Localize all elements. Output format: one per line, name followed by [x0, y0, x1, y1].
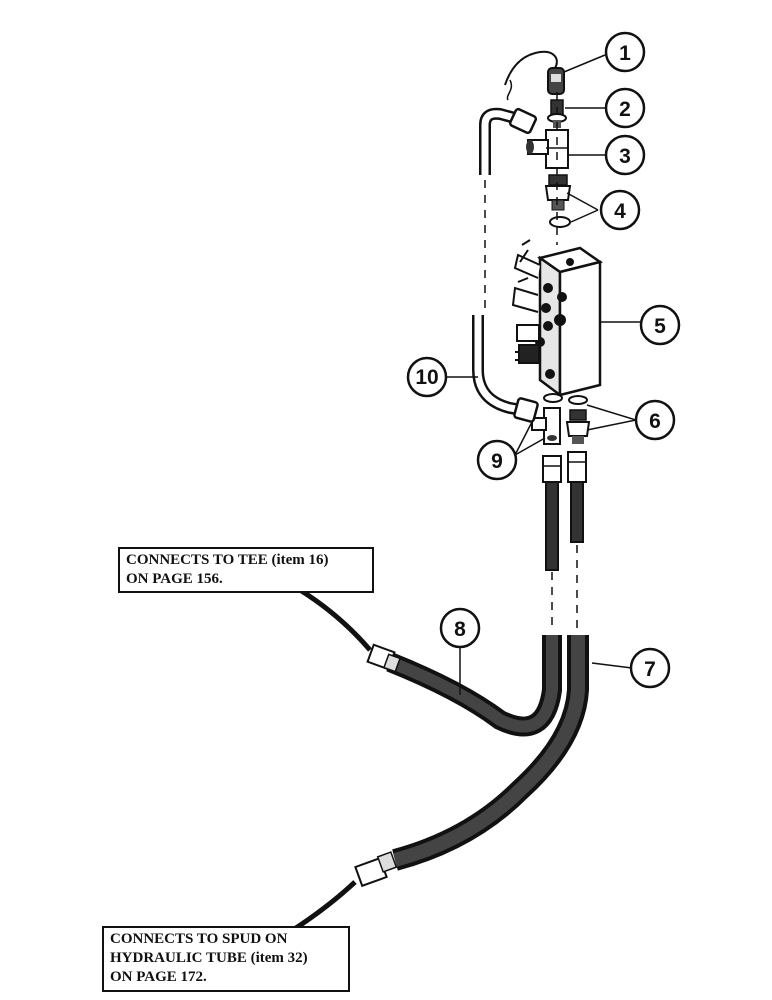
callout-2: 2	[604, 87, 646, 129]
callout-6-label: 6	[649, 410, 661, 433]
spud-note-line-3: ON PAGE 172.	[110, 969, 207, 985]
callout-3-label: 3	[619, 145, 631, 168]
part-8-hose	[366, 635, 562, 737]
part-7-hose	[354, 635, 589, 888]
part-3-tee-fitting	[526, 129, 569, 169]
callout-5-label: 5	[654, 315, 666, 338]
callout-7: 7	[629, 647, 671, 689]
callout-3: 3	[604, 134, 646, 176]
part-5-valve-block	[511, 239, 603, 398]
callout-1: 1	[604, 31, 646, 73]
hose-fittings-upper	[542, 451, 587, 571]
callout-5: 5	[639, 304, 681, 346]
callout-10: 10	[406, 356, 448, 398]
callout-1-label: 1	[619, 42, 631, 65]
leader-tee-note	[298, 587, 372, 652]
part-9-tee	[531, 407, 561, 445]
tee-note-line-1: CONNECTS TO TEE (item 16)	[126, 552, 329, 568]
callout-7-label: 7	[644, 658, 656, 681]
part-4-adapter	[544, 174, 572, 228]
callout-6: 6	[634, 399, 676, 441]
callout-8-label: 8	[454, 618, 466, 641]
callout-4-label: 4	[614, 200, 626, 223]
callout-leaders	[446, 54, 637, 695]
callout-4: 4	[599, 189, 641, 231]
part-10-tube	[472, 315, 539, 423]
callout-8: 8	[439, 607, 481, 649]
spud-note-line-1: CONNECTS TO SPUD ON	[110, 931, 288, 947]
callout-9: 9	[476, 439, 518, 481]
part-6-fitting	[543, 393, 591, 444]
spud-connection-note: CONNECTS TO SPUD ON HYDRAULIC TUBE (item…	[102, 926, 350, 992]
part-1-connector-cap	[504, 50, 565, 101]
tee-note-line-2: ON PAGE 156.	[126, 571, 223, 587]
alignment-lines	[484, 92, 578, 628]
tee-connection-note: CONNECTS TO TEE (item 16) ON PAGE 156.	[118, 547, 374, 593]
spud-note-line-2: HYDRAULIC TUBE (item 32)	[110, 950, 308, 966]
callout-9-label: 9	[491, 450, 503, 473]
callout-10-label: 10	[415, 366, 438, 389]
callout-2-label: 2	[619, 98, 631, 121]
upper-tube	[479, 107, 538, 175]
